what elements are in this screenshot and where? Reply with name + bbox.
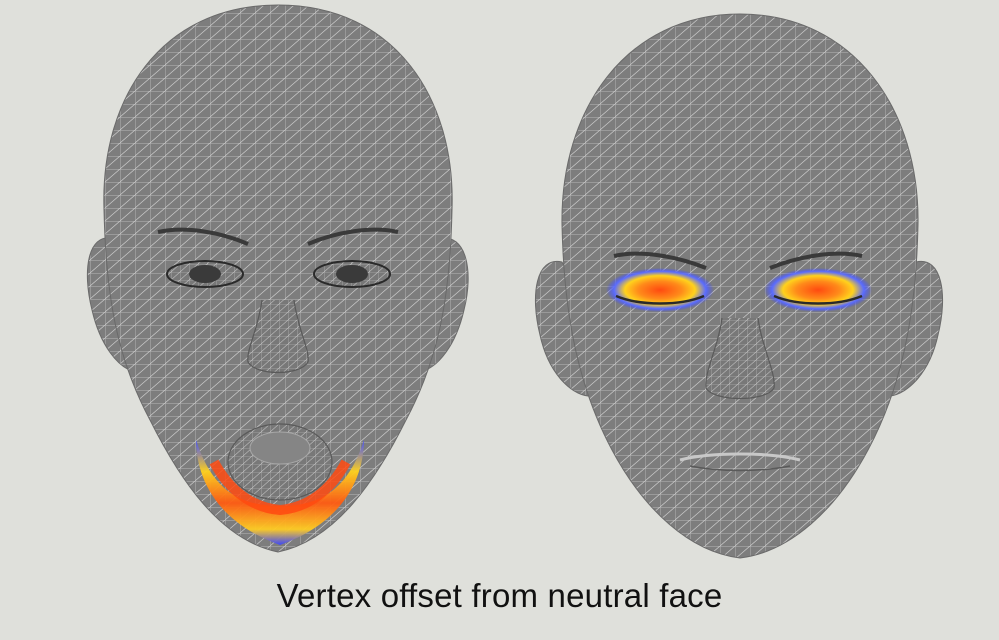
closed-mouth: [679, 452, 801, 462]
left-brow: [157, 227, 249, 246]
right-brow: [307, 227, 399, 246]
left-brow: [613, 251, 707, 270]
left-eyelid-heatmap: [606, 268, 714, 312]
jaw-heatmap: [196, 440, 364, 545]
eyes-closed-face: [534, 13, 944, 559]
right-eyelid-heatmap: [764, 268, 872, 312]
head-mesh: [103, 4, 453, 553]
right-brow: [769, 251, 863, 270]
nose: [247, 299, 309, 373]
mouth-open-face: [86, 4, 469, 553]
nose: [705, 317, 775, 400]
figure-caption: Vertex offset from neutral face: [276, 577, 723, 614]
head-mesh: [561, 13, 919, 559]
